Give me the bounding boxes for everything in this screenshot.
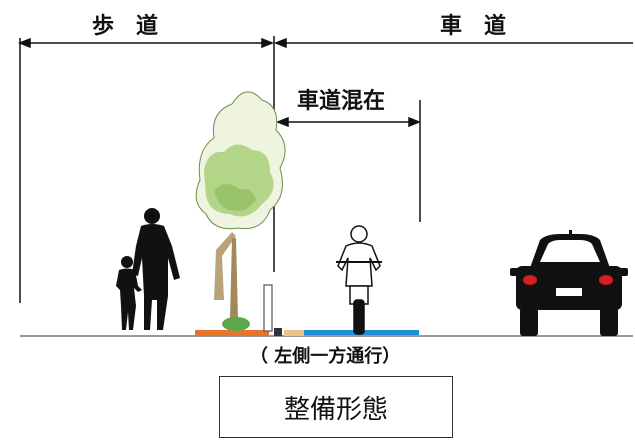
form-box: 整備形態: [219, 376, 453, 438]
bollard: [263, 284, 273, 332]
mixed-traffic-label: 車道混在: [297, 89, 386, 114]
planting-strip: [195, 330, 269, 336]
sidewalk-label: 歩道: [92, 14, 181, 39]
tree-icon: [195, 91, 286, 331]
curb-strip: [284, 330, 304, 336]
sidewalk-dimension: [17, 37, 275, 303]
one-way-direction-label: （ 左側一方通行）: [250, 346, 401, 367]
form-label: 整備形態: [283, 394, 388, 425]
roadway-label: 車道: [440, 14, 529, 39]
pedestrians-icon: [116, 208, 180, 330]
bicycle-icon: [336, 225, 382, 335]
car-icon: [510, 230, 628, 336]
curb-block: [274, 328, 282, 336]
mixed-traffic-dimension: [275, 100, 422, 222]
